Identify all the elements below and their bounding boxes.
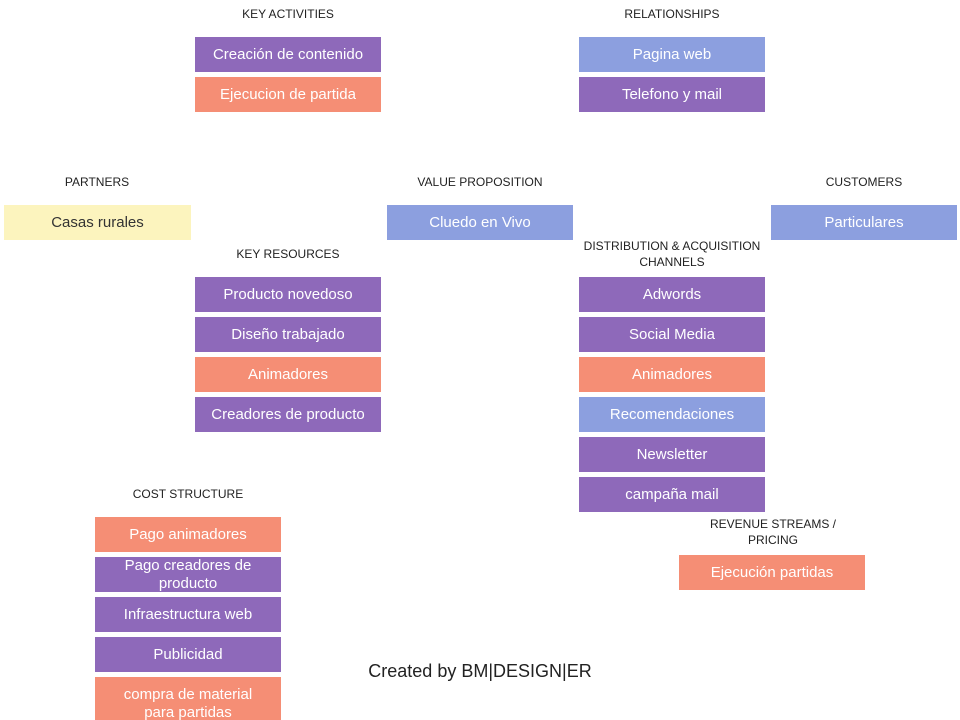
- cost-item: Publicidad: [95, 637, 281, 672]
- customer-item: Particulares: [771, 205, 957, 240]
- cost-structure-heading: COST STRUCTURE: [132, 487, 244, 501]
- revenue-item: Ejecución partidas: [679, 555, 865, 590]
- distribution-item: Adwords: [579, 277, 765, 312]
- key-resource-item: Producto novedoso: [195, 277, 381, 312]
- customers-heading: CUSTOMERS: [825, 175, 903, 189]
- relationships-heading: RELATIONSHIPS: [624, 7, 720, 21]
- key-resource-item: Diseño trabajado: [195, 317, 381, 352]
- relationship-item: Telefono y mail: [579, 77, 765, 112]
- distribution-item: Animadores: [579, 357, 765, 392]
- cost-item: Infraestructura web: [95, 597, 281, 632]
- key-activities-heading: KEY ACTIVITIES: [242, 7, 334, 21]
- distribution-item: campaña mail: [579, 477, 765, 512]
- value-proposition-item: Cluedo en Vivo: [387, 205, 573, 240]
- key-activity-item: Ejecucion de partida: [195, 77, 381, 112]
- relationship-item: Pagina web: [579, 37, 765, 72]
- key-resource-item: Creadores de producto: [195, 397, 381, 432]
- distribution-item: Newsletter: [579, 437, 765, 472]
- key-activity-item: Creación de contenido: [195, 37, 381, 72]
- distribution-item: Social Media: [579, 317, 765, 352]
- distribution-heading: DISTRIBUTION & ACQUISITION CHANNELS: [583, 239, 761, 269]
- cost-item: compra de material para partidas: [95, 677, 281, 720]
- key-resource-item: Animadores: [195, 357, 381, 392]
- footer-credit: Created by BM|DESIGN|ER: [368, 661, 592, 681]
- revenue-streams-heading: REVENUE STREAMS / PRICING: [709, 517, 837, 547]
- partner-item: Casas rurales: [4, 205, 191, 240]
- cost-item: Pago animadores: [95, 517, 281, 552]
- value-proposition-heading: VALUE PROPOSITION: [417, 175, 543, 189]
- partners-heading: PARTNERS: [64, 175, 130, 189]
- distribution-item: Recomendaciones: [579, 397, 765, 432]
- cost-item: Pago creadores de producto: [95, 557, 281, 592]
- key-resources-heading: KEY RESOURCES: [236, 247, 340, 261]
